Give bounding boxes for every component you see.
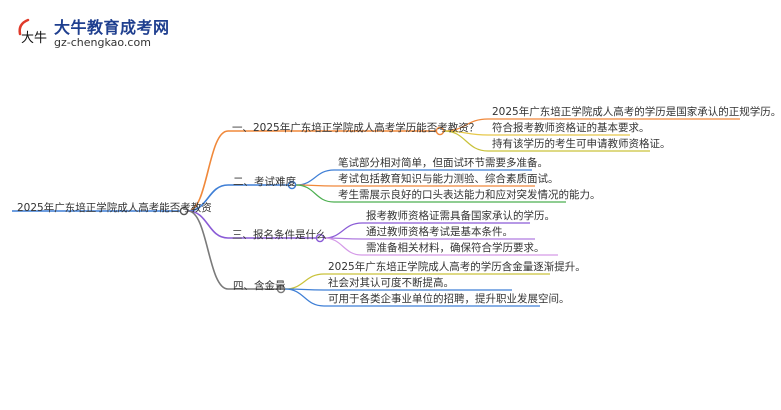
leaf-label[interactable]: 笔试部分相对简单，但面试环节需要多准备。 xyxy=(338,157,548,169)
leaf-connector xyxy=(295,169,335,186)
leaf-label[interactable]: 报考教师资格证需具备国家承认的学历。 xyxy=(366,210,555,222)
logo-title: 大牛教育成考网 xyxy=(54,18,170,37)
leaf-connector xyxy=(323,222,363,239)
leaf-label[interactable]: 符合报考教师资格证的基本要求。 xyxy=(492,122,650,134)
branch-label[interactable]: 四、含金量 xyxy=(233,280,286,292)
leaf-label[interactable]: 2025年广东培正学院成人高考的学历含金量逐渐提升。 xyxy=(328,261,586,273)
leaf-label[interactable]: 需准备相关材料，确保符合学历要求。 xyxy=(366,242,545,254)
leaf-label[interactable]: 可用于各类企事业单位的招聘，提升职业发展空间。 xyxy=(328,293,570,305)
branch-connector xyxy=(187,210,229,239)
mindmap-connectors xyxy=(12,118,740,307)
leaf-connector xyxy=(323,237,363,256)
root-toggle-node[interactable] xyxy=(179,206,189,216)
leaf-connector xyxy=(284,288,325,307)
site-logo[interactable]: 大牛 大牛教育成考网 gz-chengkao.com xyxy=(14,12,184,56)
leaf-label[interactable]: 社会对其认可度不断提高。 xyxy=(328,277,454,289)
branch-connector xyxy=(187,210,229,290)
leaf-label[interactable]: 2025年广东培正学院成人高考的学历是国家承认的正规学历。 xyxy=(492,106,781,118)
leaf-label[interactable]: 通过教师资格考试是基本条件。 xyxy=(366,226,513,238)
leaf-label[interactable]: 考生需展示良好的口头表达能力和应对突发情况的能力。 xyxy=(338,189,601,201)
logo-url: gz-chengkao.com xyxy=(54,36,151,49)
leaf-connector xyxy=(295,184,335,203)
leaf-label[interactable]: 考试包括教育知识与能力测验、综合素质面试。 xyxy=(338,173,559,185)
branch-label[interactable]: 二、考试难度 xyxy=(233,176,296,188)
branch-label[interactable]: 一、2025年广东培正学院成人高考学历能否考教资？ xyxy=(232,122,480,134)
leaf-label[interactable]: 持有该学历的考生可申请教师资格证。 xyxy=(492,138,671,150)
branch-toggle-node[interactable] xyxy=(276,284,286,294)
root-node-label[interactable]: 2025年广东培正学院成人高考能否考教资 xyxy=(17,202,212,214)
branch-toggle-node[interactable] xyxy=(315,233,325,243)
logo-mark-text: 大牛 xyxy=(21,31,47,46)
branch-connector xyxy=(187,130,229,212)
leaf-connector xyxy=(284,273,325,290)
branch-toggle-node[interactable] xyxy=(435,126,445,136)
branch-label[interactable]: 三、报名条件是什么 xyxy=(232,229,327,241)
branch-connector xyxy=(187,184,229,212)
branch-toggle-node[interactable] xyxy=(287,180,297,190)
niu-logo-icon: 大牛 xyxy=(18,18,47,46)
leaf-connector xyxy=(443,130,489,152)
